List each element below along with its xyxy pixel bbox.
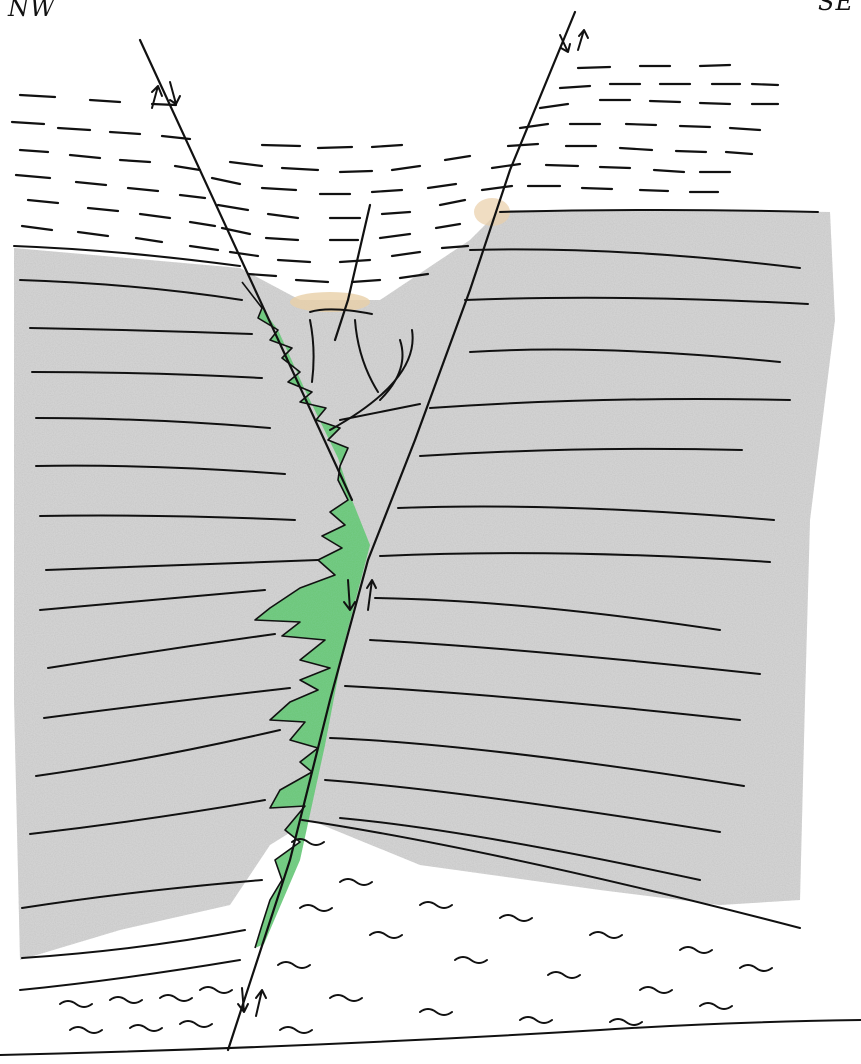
orientation-label-nw: NW [8,0,56,22]
orientation-label-se: SE [818,0,854,16]
shaded-strata-unit [14,210,835,960]
shaded-strata-grain [14,210,835,960]
